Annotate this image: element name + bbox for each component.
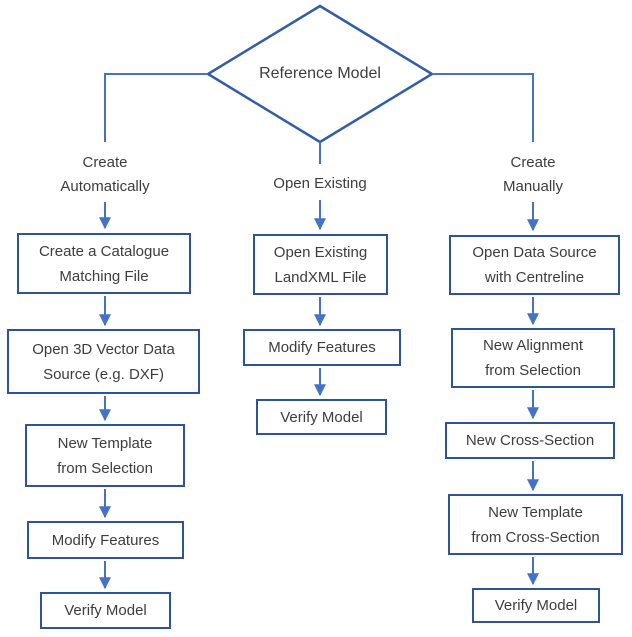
decision-reference-model-label: Reference Model [259, 65, 381, 82]
step-open-existing-landxml-file: Open Existing LandXML File [253, 234, 388, 295]
connector-right-elbow [432, 73, 534, 142]
step-text-line: Open 3D Vector Data [32, 340, 175, 358]
step-text-line: New Template [57, 434, 153, 452]
step-new-alignment-from-selection: New Alignment from Selection [451, 328, 615, 388]
step-new-template-from-cross-section: New Template from Cross-Section [448, 494, 623, 555]
step-text-line: Create a Catalogue [38, 242, 170, 260]
step-text-line: Open Data Source [472, 244, 597, 261]
step-text-line: New Template [488, 503, 583, 521]
step-text-line: from Selection [57, 459, 153, 477]
step-new-cross-section: New Cross-Section [445, 422, 615, 459]
step-text-line: Verify Model [494, 597, 578, 614]
step-text-line: LandXML File [274, 268, 367, 286]
step-text-line: with Centreline [484, 269, 585, 286]
step-new-template-from-selection: New Template from Selection [25, 424, 185, 487]
connector-left-elbow [104, 73, 208, 142]
step-verify-model-left: Verify Model [40, 592, 171, 629]
step-modify-features-middle: Modify Features [243, 329, 401, 366]
branch-label-line: Automatically [60, 178, 150, 195]
step-text-line: Modify Features [268, 339, 376, 356]
step-text-line: New Alignment [482, 337, 584, 354]
step-text-line: New Cross-Section [465, 432, 595, 449]
step-open-data-source-with-centreline: Open Data Source with Centreline [449, 235, 620, 295]
step-text-line: Modify Features [51, 531, 160, 549]
step-verify-model-middle: Verify Model [256, 399, 387, 435]
step-create-catalogue-matching-file: Create a Catalogue Matching File [17, 233, 191, 294]
branch-label-open-existing: Open Existing [255, 172, 385, 196]
branch-label-line: Open Existing [273, 175, 367, 192]
step-text-line: Matching File [59, 267, 149, 285]
step-modify-features-left: Modify Features [27, 521, 184, 559]
branch-label-create-automatically: Create Automatically [40, 151, 170, 199]
step-text-line: Source (e.g. DXF) [43, 365, 164, 383]
branch-label-create-manually: Create Manually [468, 151, 598, 199]
step-text-line: from Selection [485, 362, 581, 379]
step-open-3d-vector-data-source: Open 3D Vector Data Source (e.g. DXF) [7, 329, 200, 394]
step-verify-model-right: Verify Model [472, 588, 600, 623]
step-text-line: from Cross-Section [471, 528, 600, 546]
step-text-line: Verify Model [64, 602, 147, 619]
branch-label-line: Create [510, 154, 556, 171]
step-text-line: Verify Model [280, 408, 363, 426]
step-text-line: Open Existing [273, 243, 368, 261]
branch-label-line: Create [82, 154, 128, 171]
branch-label-line: Manually [502, 178, 564, 195]
